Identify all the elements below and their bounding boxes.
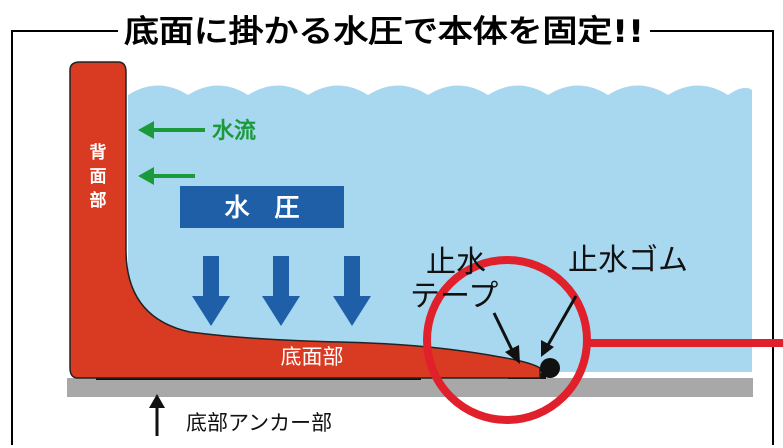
waterproof-tape-label-line1: 止水 (426, 245, 486, 280)
frame-left (11, 30, 118, 445)
arrow-up-icon (149, 394, 165, 436)
tape-pointer-arrow (492, 312, 520, 364)
arrow-left-icon (138, 167, 195, 185)
waterproof-tape-label-line2: テープ (410, 279, 498, 314)
arrow-down-icon (262, 256, 300, 326)
back-part-char-2: 面 (90, 167, 107, 187)
body-l-shape (69, 61, 541, 379)
waterproof-rubber-label: 止水ゴム (568, 243, 688, 278)
rubber-pointer-arrow (541, 295, 578, 357)
back-part-char-3: 部 (90, 190, 107, 211)
bottom-anchor-label: 底部アンカー部 (186, 411, 332, 435)
water-flow-label: 水流 (212, 118, 256, 144)
arrow-down-icon (192, 256, 230, 326)
water-pressure-box (180, 186, 344, 228)
waterproof-rubber (540, 358, 560, 378)
water-pressure-label: 水 圧 (224, 193, 299, 222)
diagram-title: 底面に掛かる水圧で本体を固定!! (124, 14, 644, 50)
ground-strip (67, 378, 753, 397)
back-part-char-1: 背 (90, 142, 107, 163)
bottom-part-label: 底面部 (281, 345, 344, 369)
arrow-left-icon (138, 121, 205, 139)
frame-right (650, 30, 774, 445)
arrow-down-icon (333, 256, 371, 326)
